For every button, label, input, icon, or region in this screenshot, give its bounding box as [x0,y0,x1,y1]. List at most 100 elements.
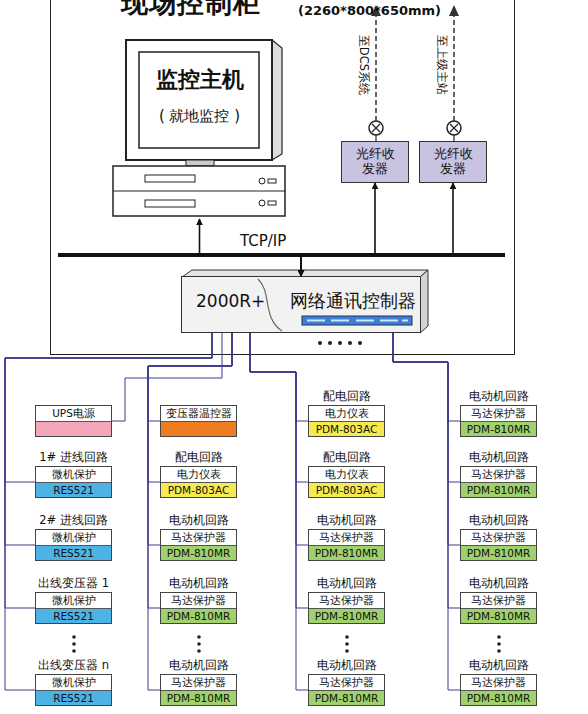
device-text: 马达保护器 [161,530,236,545]
fieldbus-line [250,333,308,690]
ellipsis-dot [197,642,201,646]
ellipsis-dot [72,635,76,639]
indicator [268,201,276,205]
fiber-symbol-mark [450,124,458,132]
device-text: 电动机回路 [453,390,544,404]
device-text: 电力仪表 [309,467,384,482]
device-box: 电动机回路马达保护器PDM-810MR [160,674,237,706]
uplink-dashed [453,14,455,121]
device-text: 电动机回路 [453,577,544,591]
device-text: 马达保护器 [309,675,384,690]
device-box: 1# 进线回路微机保护RES521 [35,466,112,498]
device-text: 1# 进线回路 [28,451,119,465]
fiber-transceiver: 光纤收发器 [341,141,409,183]
fieldbus-line [148,333,232,608]
device-box: UPS电源 [35,405,112,437]
device-text: PDM-810MR [309,545,384,560]
device-text: 马达保护器 [461,593,536,608]
ellipsis-dot [197,649,201,653]
port-dot [318,341,322,345]
device-text: UPS电源 [36,406,111,421]
fieldbus-line [5,333,212,482]
fieldbus-line [148,333,232,545]
screen-text: ( 就地监控 ) [139,107,260,125]
device-text: 配电回路 [153,451,244,465]
device-text: 2# 进线回路 [28,514,119,528]
device-text: 电动机回路 [301,514,392,528]
fieldbus-line [393,333,460,482]
ellipsis-dot [497,649,501,653]
device-box: 配电回路电力仪表PDM-803AC [160,466,237,498]
device-text: 出线变压器 1 [28,577,119,591]
device-text: PDM-810MR [309,608,384,623]
fiber-symbol [369,121,383,135]
device-box: 变压器温控器 [160,405,237,437]
uplink-label: 至DCS系统 [356,25,370,105]
fieldbus-line [5,333,212,690]
device-text: PDM-810MR [461,690,536,705]
device-text: RES521 [36,482,111,497]
device-text: 电动机回路 [153,514,244,528]
cabinet-title: 现场控制柜 [121,0,261,19]
device-text: 微机保护 [36,530,111,545]
device-text: 电动机回路 [301,659,392,673]
device-text: PDM-810MR [161,690,236,705]
fieldbus-line [148,333,232,482]
monitor-frame [126,40,272,160]
network-link [200,219,302,276]
controller-label: 网络通讯控制器 [290,290,416,312]
device-text: RES521 [36,608,111,623]
device-text: 马达保护器 [461,467,536,482]
ellipsis-dot [345,649,349,653]
ellipsis-dot [345,642,349,646]
controller-side [420,270,428,333]
power-button [259,178,265,184]
ellipsis-dot [497,642,501,646]
device-text: 马达保护器 [161,593,236,608]
device-text: 电力仪表 [309,406,384,421]
drive-slot [145,200,195,207]
device-text: RES521 [36,545,111,560]
device-box: 电动机回路马达保护器PDM-810MR [460,592,537,624]
cabinet-title: (2260*800*650mm) [298,3,441,19]
computer-case [113,166,285,216]
color-bar [161,421,236,436]
ellipsis-dot [345,635,349,639]
screen-text: 监控主机 [139,67,260,93]
device-text: 配电回路 [301,451,392,465]
device-box: 电动机回路马达保护器PDM-810MR [160,592,237,624]
device-text: PDM-810MR [461,545,536,560]
transceiver-label: 光纤收发器 [420,142,486,182]
device-box: 电动机回路马达保护器PDM-810MR [308,592,385,624]
led-strip [302,316,412,325]
port-dot [338,341,342,345]
device-text: PDM-810MR [309,690,384,705]
device-text: 马达保护器 [161,675,236,690]
device-text: 出线变压器 n [28,659,119,673]
fieldbus-line [112,333,222,421]
device-text: PDM-810MR [161,608,236,623]
device-text: 马达保护器 [461,406,536,421]
power-button [259,200,265,206]
device-box: 配电回路电力仪表PDM-803AC [308,466,385,498]
device-text: PDM-810MR [461,421,536,436]
fieldbus-line [5,333,212,545]
network-link [301,183,453,276]
device-text: 微机保护 [36,593,111,608]
tcpip-bus [58,253,505,257]
fieldbus-line [250,333,308,482]
device-text: 电动机回路 [453,514,544,528]
device-text: PDM-810MR [461,482,536,497]
fieldbus-line [250,333,308,421]
network-controller: 2000R+网络通讯控制器 [181,276,421,333]
fieldbus-line [393,333,460,608]
ellipsis-dot [197,635,201,639]
device-box: 出线变压器 n微机保护RES521 [35,674,112,706]
fiber-transceiver: 光纤收发器 [419,141,487,183]
device-box: 电动机回路马达保护器PDM-810MR [308,529,385,561]
fieldbus-line [148,333,232,421]
device-box: 电动机回路马达保护器PDM-810MR [308,674,385,706]
device-text: 微机保护 [36,675,111,690]
monitor-side [272,40,282,160]
